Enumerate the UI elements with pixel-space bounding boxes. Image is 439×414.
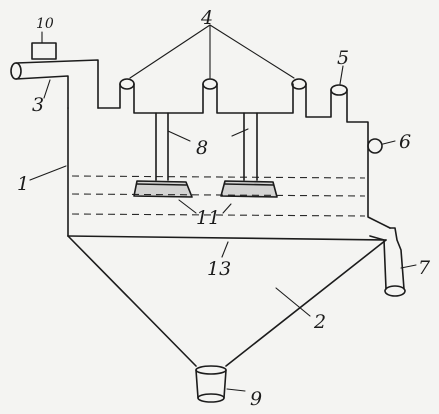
pipe-5-mouth [330,84,348,96]
label-4: 4 [200,7,213,29]
label-2: 2 [313,311,326,333]
label-13: 13 [207,258,231,280]
gas-outlet-pipes [119,78,307,90]
inlet-pipe [10,59,99,109]
label-9: 9 [250,388,262,410]
stirrer-shafts [155,112,258,181]
tank-top-outline [67,83,391,237]
label-8: 8 [196,137,208,159]
leader-lines [29,24,417,392]
label-10: 10 [36,16,54,32]
gauge-circle [367,138,383,154]
label-5: 5 [337,47,349,69]
label-6: 6 [399,131,411,153]
tank-bottom-line [67,235,387,241]
label-7: 7 [418,257,431,279]
label-3: 3 [32,94,44,116]
label-1: 1 [17,173,29,195]
label-11: 11 [196,207,220,229]
conical-hopper [67,235,387,367]
liquid-level-lines [71,175,366,217]
impellers [133,180,278,198]
discharge-outlet [195,365,227,403]
outlet-pipe [369,227,406,297]
inlet-valve-box [31,42,57,60]
